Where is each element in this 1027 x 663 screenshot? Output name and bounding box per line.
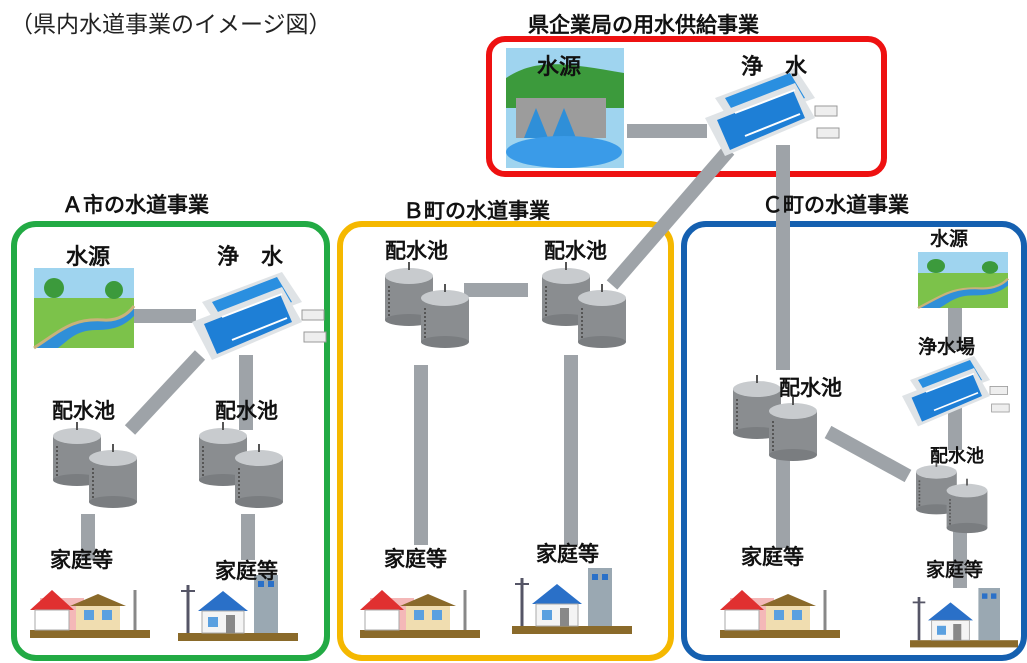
city-a-title: Ａ市の水道事業 — [62, 193, 209, 217]
house-icon — [718, 588, 842, 640]
town-c-homes-label: 家庭等 — [741, 545, 804, 569]
town-c-reservoir-2-label: 配水池 — [930, 446, 984, 467]
building-icon — [510, 566, 634, 636]
river-icon — [916, 250, 1010, 310]
pipes — [81, 124, 967, 588]
city-a-purification-label: 浄 水 — [217, 245, 284, 270]
reservoir-icon — [385, 262, 469, 348]
reservoir-icon — [53, 422, 137, 508]
diagram-caption: （県内水道事業のイメージ図） — [10, 12, 332, 38]
house-icon — [358, 588, 482, 640]
town-c-title: Ｃ町の水道事業 — [762, 193, 909, 217]
reservoir-icon — [916, 460, 987, 533]
town-c-purification-label: 浄水場 — [918, 336, 976, 358]
prefecture-title: 県企業局の用水供給事業 — [528, 13, 759, 37]
prefecture-water-source-label: 水源 — [537, 55, 582, 80]
city-a-buildings-label: 家庭等 — [215, 559, 278, 583]
town-c-frame — [681, 221, 1027, 661]
town-c-water-source-label: 水源 — [930, 228, 969, 250]
town-b-homes-label: 家庭等 — [384, 547, 447, 571]
prefecture-purification-label: 浄 水 — [741, 55, 808, 80]
house-icon — [28, 588, 152, 640]
city-a-water-source-label: 水源 — [66, 245, 111, 270]
purification-plant-icon — [704, 67, 840, 157]
town-c-buildings-label: 家庭等 — [926, 559, 984, 581]
prefecture-frame — [486, 36, 887, 177]
town-b-title: Ｂ町の水道事業 — [403, 199, 550, 223]
river-icon — [32, 266, 136, 350]
building-icon — [908, 586, 1020, 649]
purification-plant-icon — [191, 271, 327, 361]
city-a-homes-label: 家庭等 — [50, 548, 113, 572]
city-a-reservoir-1-label: 配水池 — [52, 399, 115, 423]
town-b-frame — [337, 221, 674, 661]
town-b-reservoir-2-label: 配水池 — [544, 239, 607, 263]
city-a-reservoir-2-label: 配水池 — [215, 399, 278, 423]
building-icon — [176, 573, 300, 643]
town-b-buildings-label: 家庭等 — [536, 542, 599, 566]
town-b-reservoir-1-label: 配水池 — [385, 239, 448, 263]
reservoir-icon — [199, 422, 283, 508]
town-c-reservoir-1-label: 配水池 — [779, 376, 842, 400]
city-a-frame — [11, 221, 330, 661]
